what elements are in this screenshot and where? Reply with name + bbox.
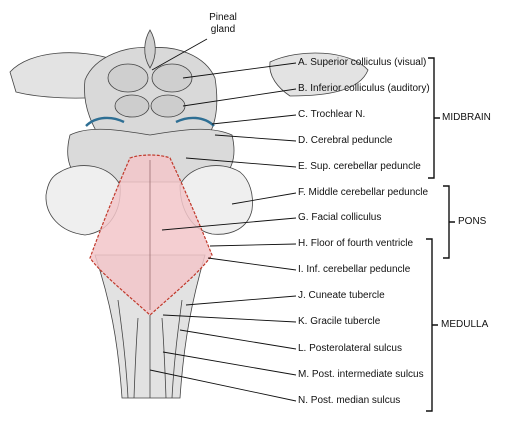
label-gracile-tubercle: K. Gracile tubercle [298, 316, 381, 327]
group-label-medulla: MEDULLA [441, 319, 489, 330]
inferior-colliculus-right [150, 94, 186, 118]
label-superior-colliculus: A. Superior colliculus (visual) [298, 57, 427, 68]
leader-b [182, 88, 297, 107]
group-brackets [426, 57, 455, 412]
bracket-medulla [426, 238, 438, 412]
thalamus-right [269, 52, 369, 97]
leader-l [179, 329, 297, 350]
leader-pineal [151, 38, 208, 71]
trochlear-nerve-right [175, 116, 215, 127]
superior-colliculus-right [151, 63, 193, 93]
fourth-ventricle-floor [89, 154, 213, 316]
group-label-midbrain: MIDBRAIN [442, 112, 491, 123]
bracket-midbrain [428, 57, 440, 179]
pineal-label-line2: gland [210, 24, 236, 35]
trochlear-nerve-left [85, 116, 125, 127]
group-label-pons: PONS [458, 216, 487, 227]
label-cuneate-tubercle: J. Cuneate tubercle [298, 290, 385, 301]
leader-n [149, 369, 297, 402]
label-cerebral-peduncle: D. Cerebral peduncle [298, 135, 393, 146]
inferior-colliculus-left [114, 94, 150, 118]
label-inferior-colliculus: B. Inferior colliculus (auditory) [298, 83, 430, 94]
bracket-pons [443, 185, 455, 259]
leader-lines [149, 38, 297, 402]
leader-d [214, 134, 297, 142]
label-facial-colliculus: G. Facial colliculus [298, 212, 382, 223]
posterolateral-sulcus-right [171, 299, 183, 399]
label-posterolateral-sulcus: L. Posterolateral sulcus [298, 343, 402, 354]
leader-i [207, 257, 297, 271]
leader-e [185, 157, 297, 168]
pineal-gland-shape [144, 29, 156, 69]
label-post-median-sulcus: N. Post. median sulcus [298, 395, 401, 406]
leader-g [161, 217, 297, 231]
label-floor-fourth-ventricle: H. Floor of fourth ventricle [298, 238, 414, 249]
label-middle-cerebellar-peduncle: F. Middle cerebellar peduncle [298, 187, 429, 198]
leader-m [162, 351, 297, 376]
leader-j [185, 295, 297, 306]
leader-f [231, 192, 297, 205]
posterolateral-sulcus-left [117, 299, 129, 399]
pineal-gland-label: Pineal gland [203, 12, 243, 36]
intermediate-sulcus-right [161, 317, 167, 399]
label-post-intermediate-sulcus: M. Post. intermediate sulcus [298, 369, 424, 380]
label-trochlear-nerve: C. Trochlear N. [298, 109, 366, 120]
pineal-label-line1: Pineal [209, 12, 237, 23]
leader-h [209, 243, 297, 247]
leader-c [211, 114, 297, 125]
intermediate-sulcus-left [133, 317, 139, 399]
label-sup-cerebellar-peduncle: E. Sup. cerebellar peduncle [298, 161, 421, 172]
middle-cerebellar-peduncle-left [45, 165, 121, 236]
leader-k [162, 314, 297, 323]
superior-colliculus-left [107, 63, 149, 93]
label-inf-cerebellar-peduncle: I. Inf. cerebellar peduncle [298, 264, 411, 275]
leader-a [182, 62, 297, 79]
